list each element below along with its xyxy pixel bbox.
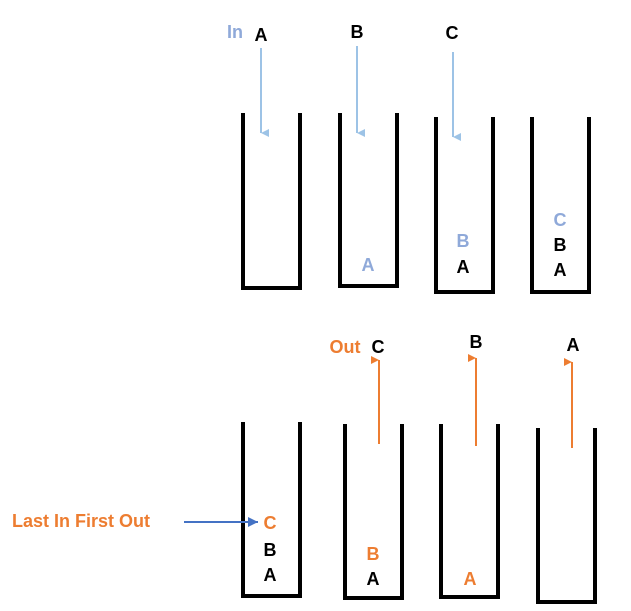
stack-item: A — [457, 257, 470, 277]
stack-item: A — [554, 260, 567, 280]
stack-container — [338, 113, 399, 288]
stack-container — [530, 117, 591, 294]
stack-container — [241, 422, 302, 598]
stack-item: A — [367, 569, 380, 589]
incoming-item: A — [255, 25, 268, 45]
stack-container — [439, 424, 500, 599]
push-label: In — [227, 22, 243, 42]
outgoing-item: B — [470, 332, 483, 352]
stack-container — [536, 428, 597, 604]
pop-label: Out — [330, 337, 361, 357]
stack-item: A — [264, 565, 277, 585]
stack-container — [434, 117, 495, 294]
stack-item: B — [264, 540, 277, 560]
outgoing-item: C — [372, 337, 385, 357]
stack-item-new: B — [457, 231, 470, 251]
outgoing-item: A — [567, 335, 580, 355]
lifo-annotation: Last In First Out — [12, 511, 150, 531]
stack-item-new: A — [362, 255, 375, 275]
incoming-item: B — [351, 22, 364, 42]
stack-item: B — [554, 235, 567, 255]
stack-item-top: C — [264, 513, 277, 533]
stack-item-top: A — [464, 569, 477, 589]
stack-item-top: B — [367, 544, 380, 564]
stack-item-new: C — [554, 210, 567, 230]
incoming-item: C — [446, 23, 459, 43]
stack-container — [241, 113, 302, 290]
stack-container — [343, 424, 404, 600]
